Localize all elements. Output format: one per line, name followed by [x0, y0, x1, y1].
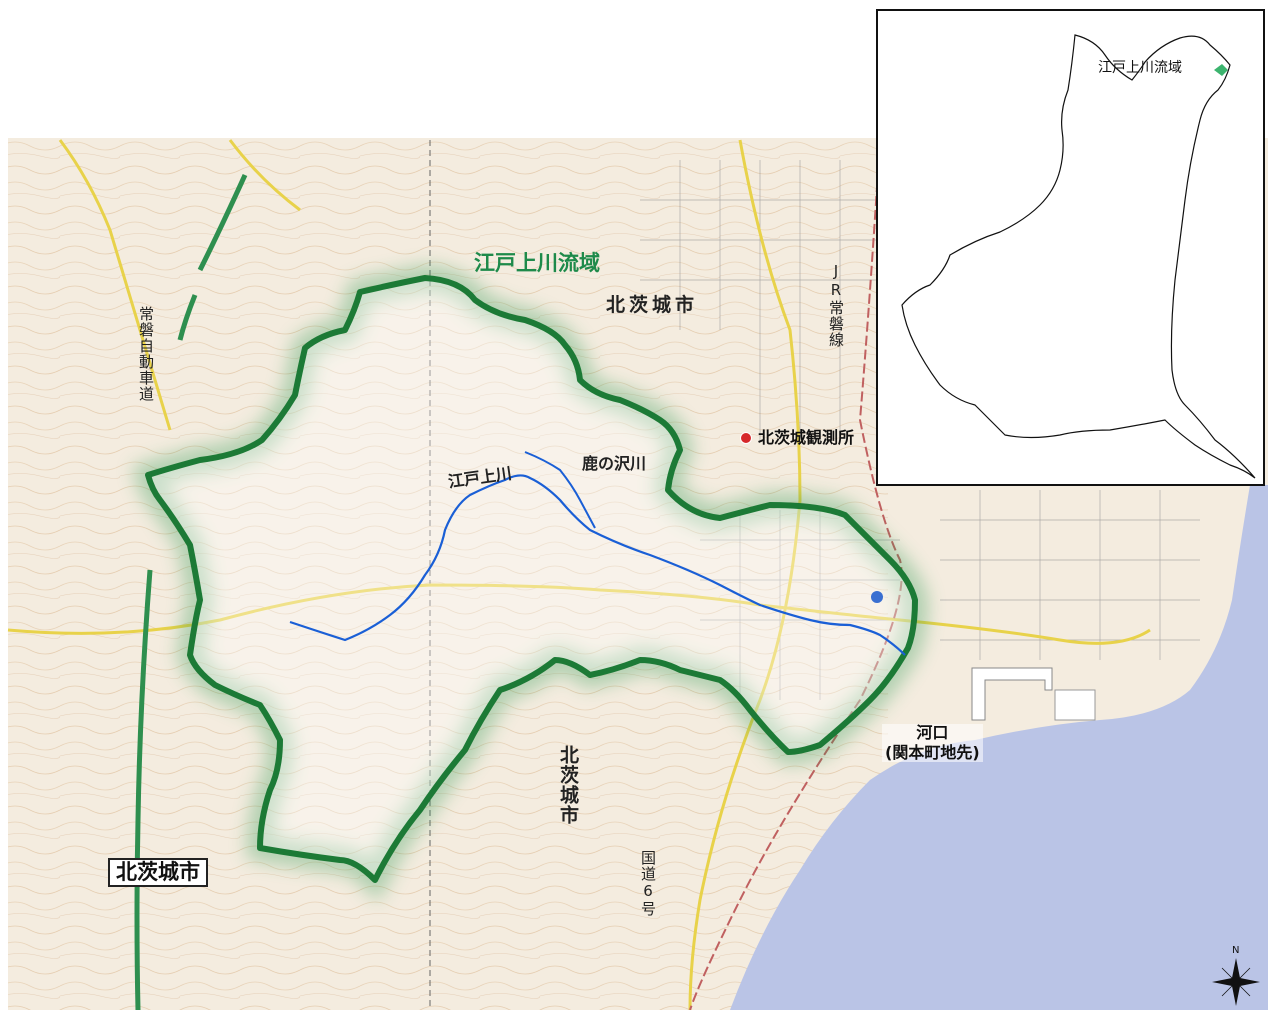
- expressway-label: 常磐自動車道: [137, 306, 155, 402]
- harbor-block: [1054, 689, 1096, 721]
- sea-area: [730, 485, 1268, 1010]
- basin-outline: [145, 275, 918, 883]
- city-label-south: 北茨城市: [557, 745, 579, 825]
- city-label-north: 北茨城市: [606, 294, 699, 316]
- ibaraki-prefecture-outline: [901, 34, 1256, 479]
- basin-fill: [148, 278, 915, 880]
- river-mouth-line1: 河口: [916, 723, 949, 742]
- station-marker: [740, 432, 752, 444]
- river-mouth-label: 河口 (関本町地先): [882, 724, 983, 762]
- town-grid: [640, 160, 1200, 700]
- route-shield: [871, 591, 883, 603]
- inset-basin-marker: [1214, 64, 1228, 76]
- city-label-boxed: 北茨城市: [108, 858, 208, 887]
- national-road-label: 国道6号: [639, 850, 657, 917]
- shikanosawa-river: [524, 451, 596, 529]
- basin-label: 江戸上川流域: [474, 251, 600, 275]
- river-mouth-line2: (関本町地先): [885, 743, 980, 762]
- harbor-pier: [971, 667, 1053, 721]
- yellow-roads: [7, 139, 1151, 1010]
- river-label-tributary: 鹿の沢川: [582, 454, 647, 473]
- north-label: N: [1232, 945, 1240, 956]
- jr-line-label: JR常磐線: [827, 262, 845, 348]
- jr-railway: [689, 139, 903, 1010]
- inset-basin-label: 江戸上川流域: [1098, 60, 1182, 76]
- expressway: [134, 173, 248, 1010]
- station-label: 北茨城観測所: [758, 428, 855, 447]
- north-arrow-icon: [1212, 958, 1260, 1006]
- edogami-river: [289, 474, 906, 656]
